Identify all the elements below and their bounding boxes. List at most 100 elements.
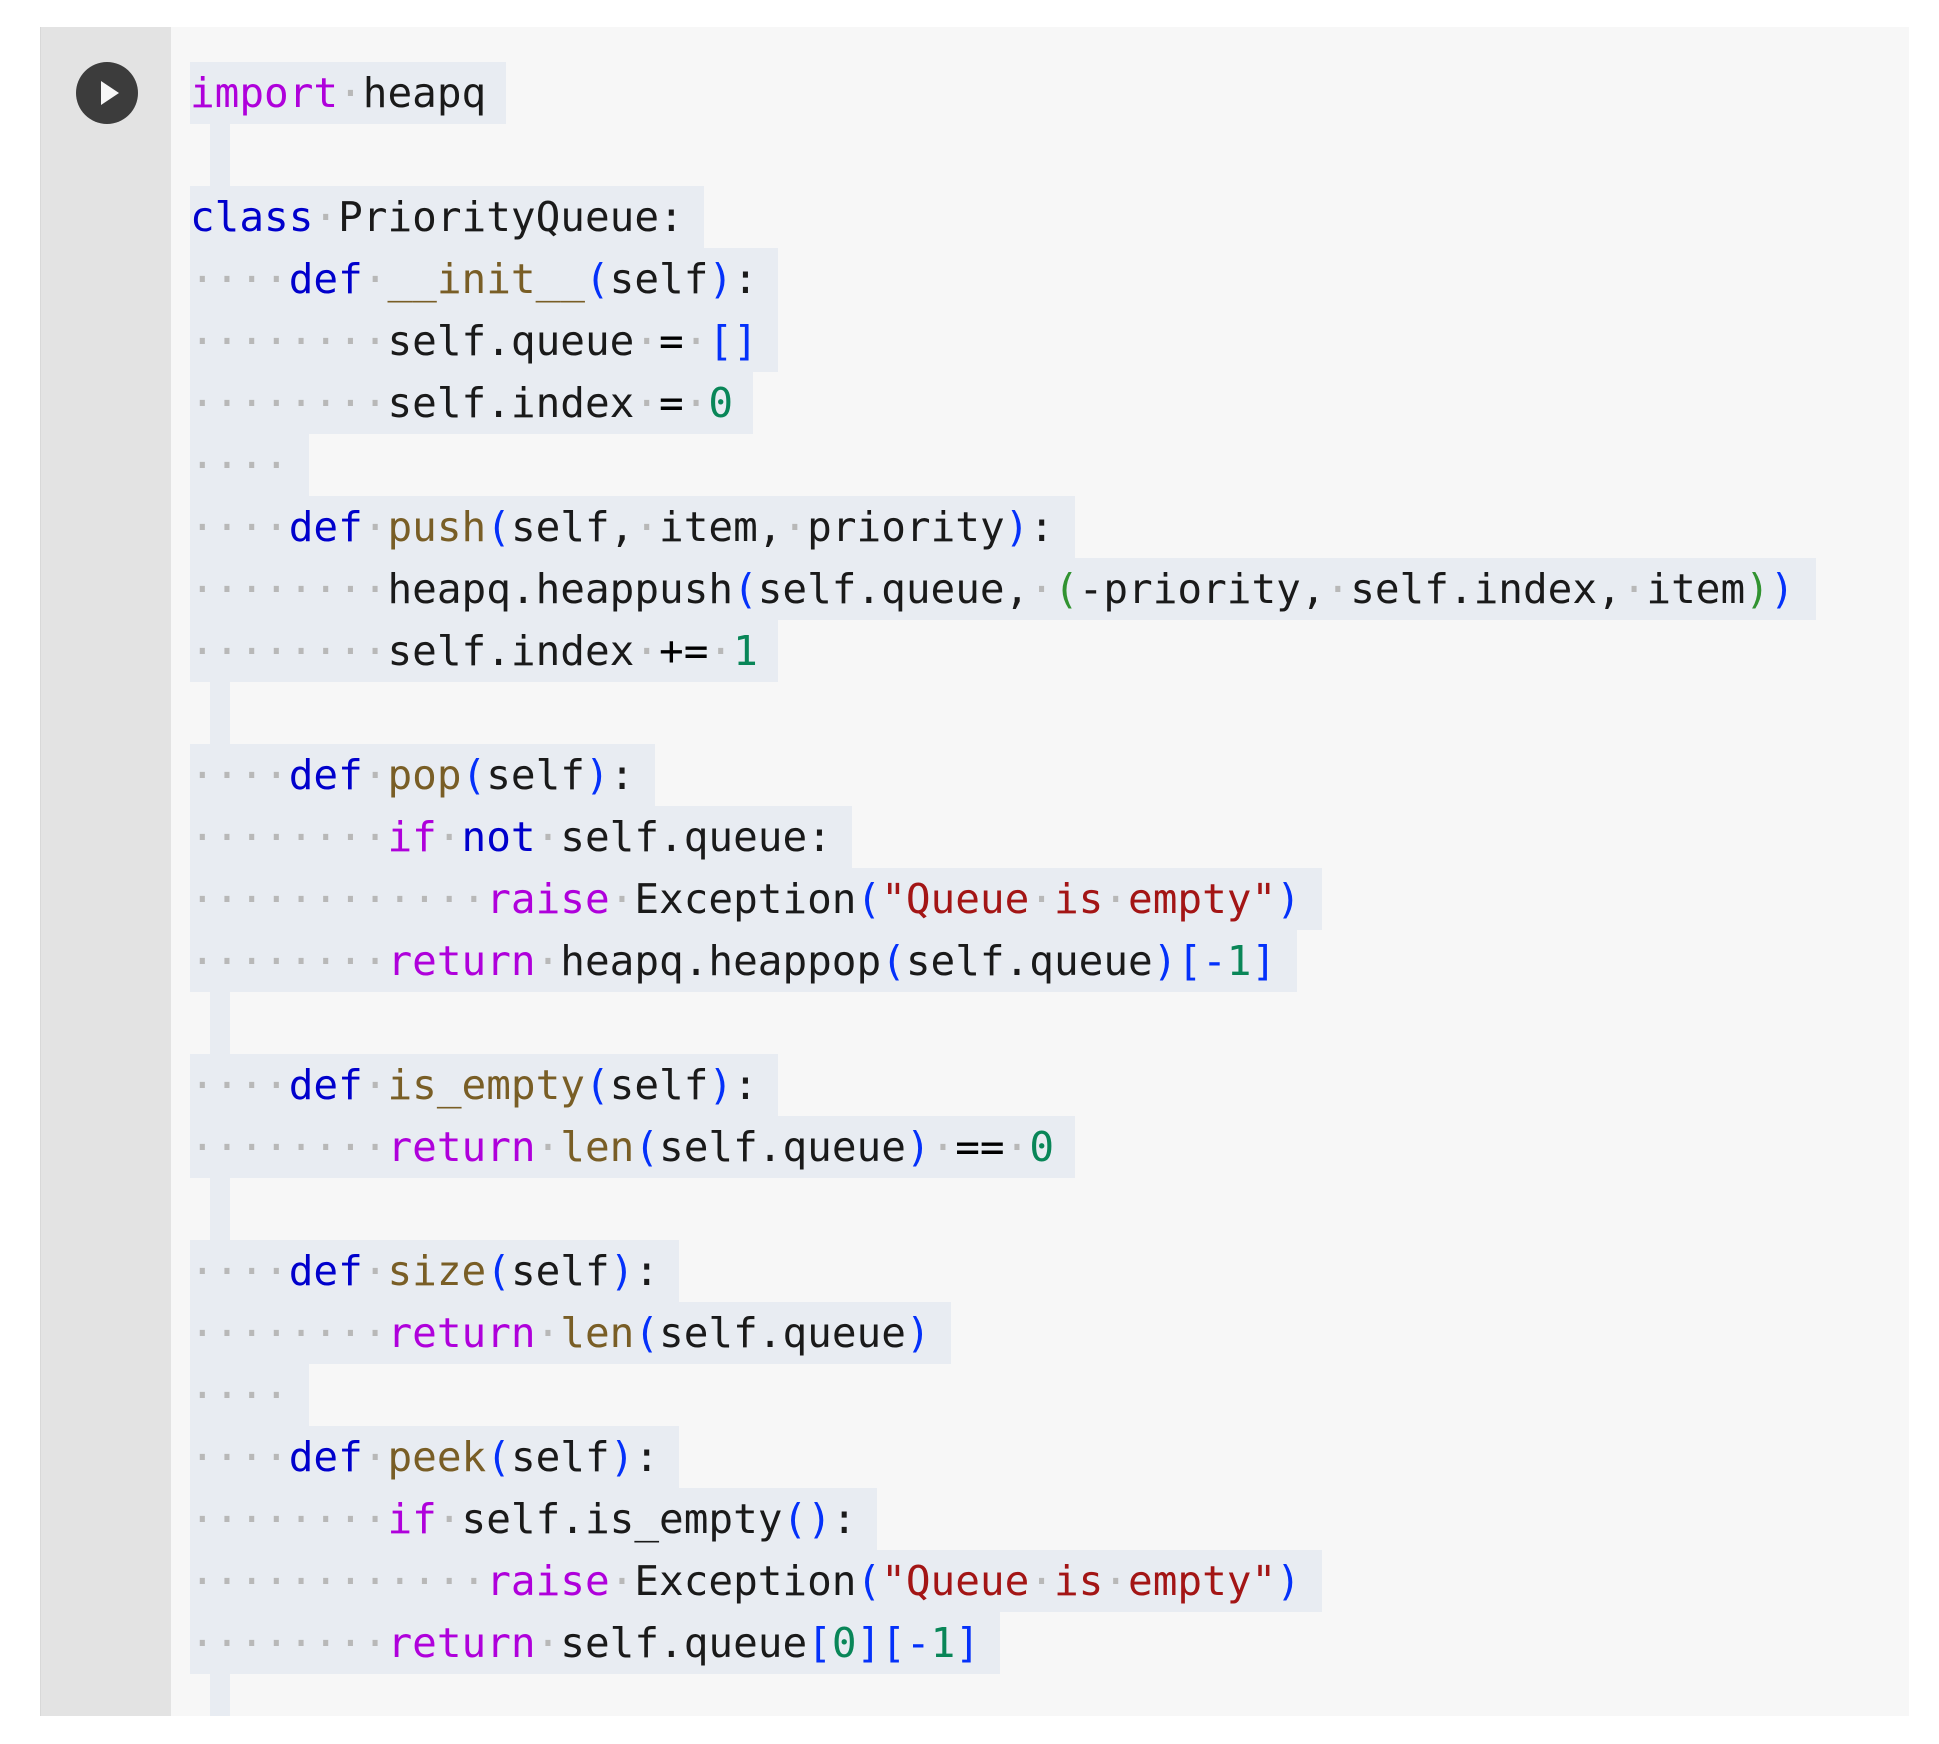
- code-token: item: [1646, 565, 1746, 613]
- whitespace-dot: ·: [683, 379, 709, 427]
- code-line[interactable]: [190, 1178, 1909, 1240]
- code-token: ]: [1251, 937, 1277, 985]
- code-line[interactable]: ········return·len(self.queue): [190, 1302, 1909, 1364]
- code-line[interactable]: class·PriorityQueue:: [190, 186, 1909, 248]
- code-token: :: [634, 1247, 660, 1295]
- line-highlight: [190, 930, 1297, 992]
- indent-guide: ········: [190, 1495, 388, 1543]
- whitespace-dot: ·: [362, 751, 388, 799]
- line-highlight: [210, 682, 230, 744]
- code-token: 0: [1029, 1123, 1054, 1171]
- line-highlight: [190, 372, 753, 434]
- code-line[interactable]: ····def·push(self,·item,·priority):: [190, 496, 1909, 558]
- code-token: priority: [807, 503, 1005, 551]
- code-token: +=: [659, 627, 709, 675]
- whitespace-dot: ·: [436, 1495, 462, 1543]
- play-icon: [101, 81, 119, 105]
- code-token: class: [190, 193, 314, 241]
- code-line[interactable]: ····: [190, 1364, 1909, 1426]
- code-token: heapq.heappush: [387, 565, 734, 613]
- code-line[interactable]: ········return·self.queue[0][-1]: [190, 1612, 1909, 1674]
- code-line[interactable]: [190, 682, 1909, 744]
- whitespace-dot: ·: [436, 813, 462, 861]
- code-token: self.index: [387, 379, 635, 427]
- code-token: ): [1769, 565, 1795, 613]
- code-token: size: [387, 1247, 487, 1295]
- code-line[interactable]: ····def·peek(self):: [190, 1426, 1909, 1488]
- code-token: :: [733, 255, 758, 303]
- whitespace-dot: ·: [1621, 565, 1647, 613]
- code-line[interactable]: ····def·pop(self):: [190, 744, 1909, 806]
- code-line[interactable]: ········self.index·+=·1: [190, 620, 1909, 682]
- line-content: ········heapq.heappush(self.queue,·(-pri…: [190, 558, 1795, 620]
- code-token: self.index: [387, 627, 635, 675]
- code-token: push: [387, 503, 487, 551]
- code-token: )[-: [1152, 937, 1227, 985]
- code-line[interactable]: ····def·size(self):: [190, 1240, 1909, 1302]
- code-line[interactable]: ········return·heapq.heappop(self.queue)…: [190, 930, 1909, 992]
- indent-guide: ····: [190, 255, 289, 303]
- whitespace-dot: ·: [535, 1123, 561, 1171]
- code-token: ]: [955, 1619, 980, 1667]
- code-line[interactable]: [190, 1674, 1909, 1716]
- line-highlight: [190, 744, 655, 806]
- code-token: ): [1276, 875, 1301, 923]
- indent-guide: ····: [190, 1247, 289, 1295]
- code-token: -priority,: [1078, 565, 1326, 613]
- code-token: ): [585, 751, 610, 799]
- code-token: self: [486, 751, 585, 799]
- code-token: (: [486, 1247, 511, 1295]
- code-line[interactable]: ········if·not·self.queue:: [190, 806, 1909, 868]
- code-token: ): [708, 255, 734, 303]
- code-token: return: [387, 1123, 536, 1171]
- line-highlight: [190, 434, 309, 496]
- code-token: Exception: [634, 875, 857, 923]
- line-highlight: [190, 620, 778, 682]
- code-token: (: [1053, 565, 1079, 613]
- code-line[interactable]: ····def·is_empty(self):: [190, 1054, 1909, 1116]
- code-token: self.queue,: [757, 565, 1030, 613]
- indent-guide: ········: [190, 1619, 388, 1667]
- code-token: (: [881, 937, 906, 985]
- code-token: self.queue: [387, 317, 635, 365]
- line-highlight: [190, 310, 778, 372]
- code-line[interactable]: [190, 992, 1909, 1054]
- code-token: def: [288, 1061, 363, 1109]
- code-line[interactable]: ············raise·Exception("Queue·is·em…: [190, 1550, 1909, 1612]
- whitespace-dot: ·: [535, 813, 561, 861]
- code-line[interactable]: ········if·self.is_empty():: [190, 1488, 1909, 1550]
- code-line[interactable]: ····def·__init__(self):: [190, 248, 1909, 310]
- code-token: ): [1276, 1557, 1301, 1605]
- indent-guide: ····: [190, 1061, 289, 1109]
- line-highlight: [190, 1054, 778, 1116]
- line-highlight: [190, 496, 1075, 558]
- code-token: self.queue: [659, 1309, 906, 1357]
- code-token: def: [288, 503, 363, 551]
- code-token: (: [856, 1557, 882, 1605]
- code-token: def: [288, 1433, 363, 1481]
- code-line[interactable]: ········self.queue·=·[]: [190, 310, 1909, 372]
- code-token: self.queue:: [560, 813, 832, 861]
- code-line[interactable]: import·heapq: [190, 62, 1909, 124]
- line-highlight: [190, 558, 1816, 620]
- code-token: heapq.heappop: [560, 937, 882, 985]
- code-token: :: [733, 1061, 758, 1109]
- code-line[interactable]: [190, 124, 1909, 186]
- code-token: import: [190, 69, 339, 117]
- code-line[interactable]: ············raise·Exception("Queue·is·em…: [190, 868, 1909, 930]
- code-line[interactable]: ········self.index·=·0: [190, 372, 1909, 434]
- code-line[interactable]: ········heapq.heappush(self.queue,·(-pri…: [190, 558, 1909, 620]
- indent-guide: ········: [190, 937, 388, 985]
- code-line[interactable]: ····: [190, 434, 1909, 496]
- whitespace-dot: ·: [1029, 1557, 1054, 1605]
- code-token: (: [584, 1061, 610, 1109]
- line-highlight: [210, 124, 230, 186]
- code-token: self.is_empty: [461, 1495, 783, 1543]
- code-line[interactable]: ········return·len(self.queue)·==·0: [190, 1116, 1909, 1178]
- code-token: self,: [510, 503, 635, 551]
- run-cell-button[interactable]: [76, 62, 138, 124]
- code-token: self.index,: [1350, 565, 1622, 613]
- code-token: PriorityQueue:: [338, 193, 684, 241]
